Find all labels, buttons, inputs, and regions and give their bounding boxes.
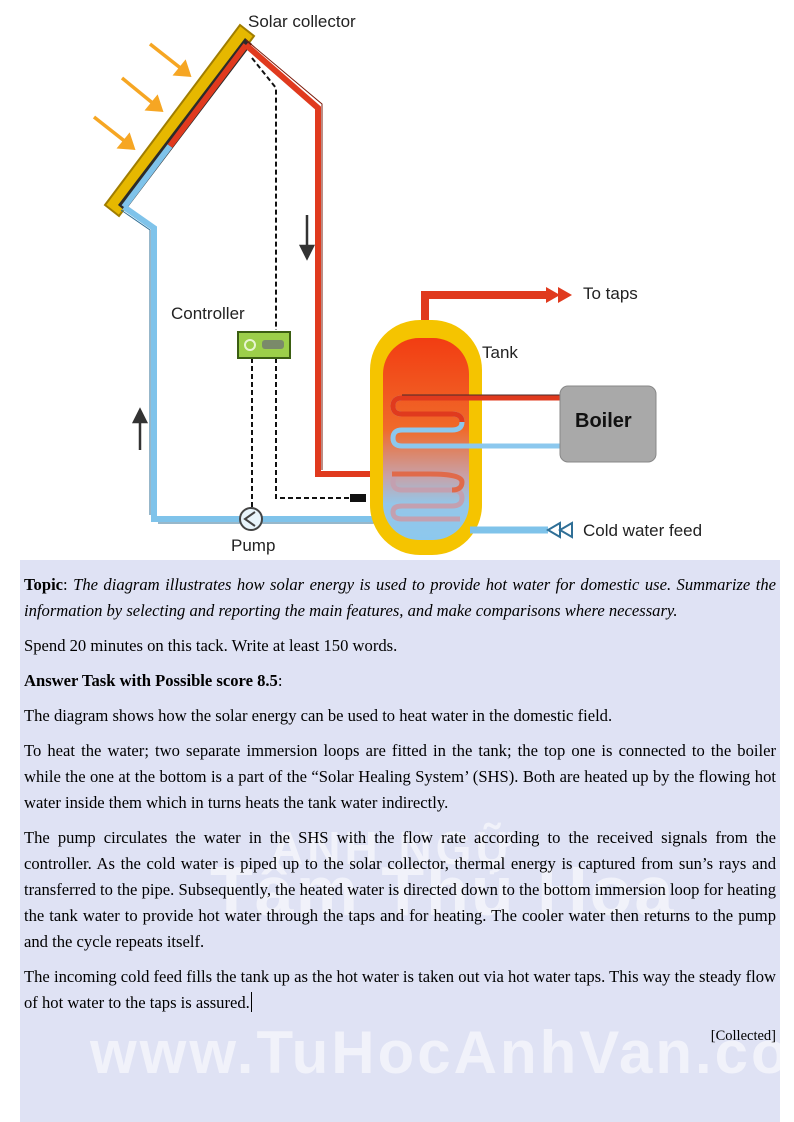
sensor <box>350 494 366 502</box>
pump-label: Pump <box>231 536 275 555</box>
upper-coil <box>390 395 560 449</box>
text-cursor <box>250 992 252 1012</box>
boiler <box>559 385 657 463</box>
collected-note: [Collected] <box>710 1028 776 1044</box>
hot-pipe-outline <box>245 39 323 470</box>
collector-pipe <box>121 43 249 209</box>
flow-arrow-down <box>298 215 316 261</box>
cold-water-feed-pipe <box>470 521 573 539</box>
topic-label: Topic <box>24 575 64 594</box>
topic-body: The diagram illustrates how solar energy… <box>24 575 776 620</box>
sun-rays <box>92 42 192 150</box>
instruction: Spend 20 minutes on this tack. Write at … <box>24 636 398 655</box>
cold-water-feed-label: Cold water feed <box>583 521 702 540</box>
paragraph-3: The pump circulates the water in the SHS… <box>24 828 776 951</box>
paragraph-2: To heat the water; two separate immersio… <box>24 741 776 812</box>
essay-text-box: ANH NGỮ Tâm Thủ Hoa www.TuHocAnhVan.com … <box>20 560 780 1122</box>
hot-pipe <box>244 42 392 477</box>
paragraph-4: The incoming cold feed fills the tank up… <box>24 967 776 1012</box>
flow-arrow-up <box>131 407 149 450</box>
controller-wires <box>251 57 350 508</box>
paragraph-1: The diagram shows how the solar energy c… <box>24 706 613 725</box>
answer-heading-paragraph: Answer Task with Possible score 8.5: <box>24 671 283 690</box>
tank-label: Tank <box>482 343 518 362</box>
controller-label: Controller <box>171 304 245 323</box>
answer-heading: Answer Task with Possible score 8.5 <box>24 671 278 690</box>
to-taps-label: To taps <box>583 284 638 303</box>
paragraph-4-wrap: The incoming cold feed fills the tank up… <box>24 964 776 1016</box>
topic-paragraph: Topic: The diagram illustrates how solar… <box>24 575 776 620</box>
solar-water-heating-diagram: Solar collector Controller Pump Tank Boi… <box>92 12 702 555</box>
boiler-label: Boiler <box>575 410 632 432</box>
lower-coil <box>390 471 465 522</box>
controller-box <box>237 331 291 359</box>
pump-icon <box>239 507 263 531</box>
solar-collector-label: Solar collector <box>248 12 356 31</box>
solar-collector-panel <box>103 23 256 218</box>
